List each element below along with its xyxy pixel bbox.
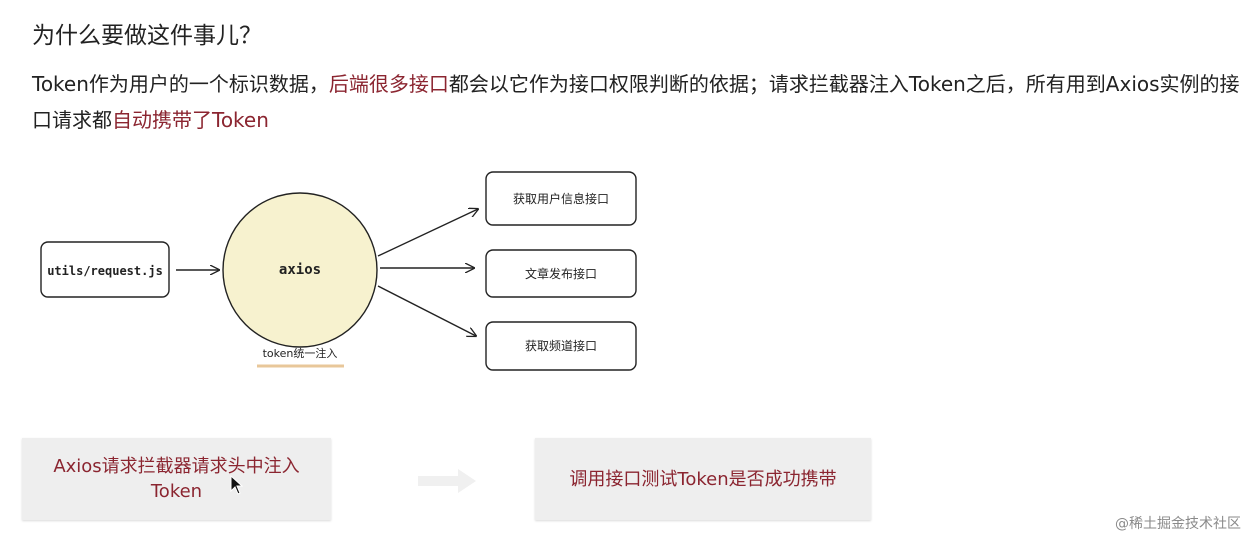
target-node-user-info: 获取用户信息接口 <box>485 171 637 226</box>
target-node-article-publish: 文章发布接口 <box>485 249 637 298</box>
arrow-axios-to-target-3 <box>377 285 476 336</box>
axios-node: axios <box>222 192 378 348</box>
target-node-label: 获取频道接口 <box>525 338 597 353</box>
step-2-label: 调用接口测试Token是否成功携带 <box>569 468 837 490</box>
arrow-axios-to-target-1 <box>377 209 478 257</box>
step-1-line-1: Axios请求拦截器请求头中注入 <box>53 456 300 477</box>
source-node-label: utils/request.js <box>47 264 163 278</box>
watermark: @稀土掘金技术社区 <box>1115 516 1241 532</box>
paragraph-highlight-1: 后端很多接口 <box>328 72 449 96</box>
step-box-interceptor: Axios请求拦截器请求头中注入 Token <box>22 438 331 520</box>
axios-caption: token统一注入 <box>263 346 338 360</box>
step-1-line-2: Token <box>150 481 203 502</box>
paragraph-text-2: 都会以它作为接口权限判断的依据；请求拦截器注入Token之后，所有用到Axios… <box>32 72 1240 132</box>
paragraph-text-1: Token作为用户的一个标识数据， <box>32 72 329 96</box>
mouse-cursor-icon <box>230 475 244 495</box>
page-title: 为什么要做这件事儿？ <box>32 23 262 49</box>
source-node: utils/request.js <box>40 241 170 298</box>
target-node-label: 获取用户信息接口 <box>513 191 609 206</box>
paragraph-highlight-2: 自动携带了Token <box>112 108 269 132</box>
step-box-test: 调用接口测试Token是否成功携带 <box>535 438 871 520</box>
description-paragraph: Token作为用户的一个标识数据，后端很多接口都会以它作为接口权限判断的依据；请… <box>32 66 1242 138</box>
target-node-label: 文章发布接口 <box>525 266 597 281</box>
axios-node-label: axios <box>279 262 321 278</box>
flow-arrow-icon <box>418 469 476 493</box>
target-node-channel: 获取频道接口 <box>485 321 637 371</box>
